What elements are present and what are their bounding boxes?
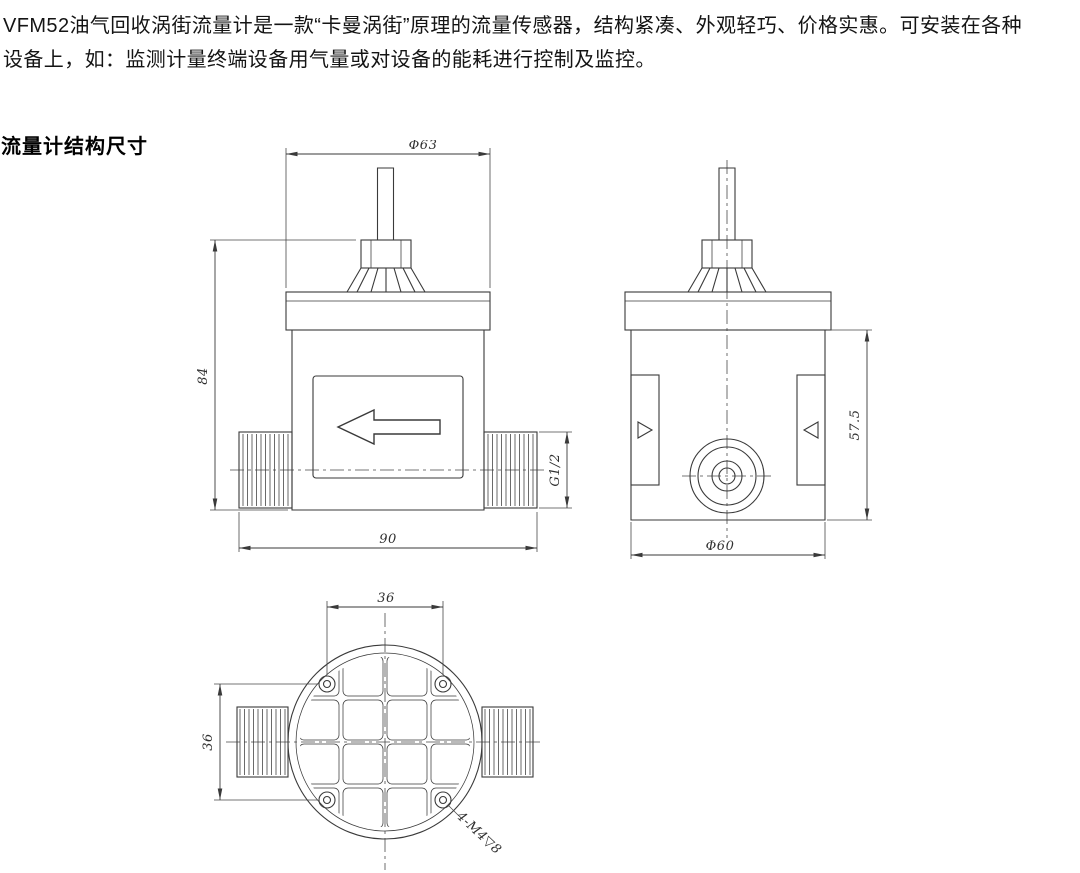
dimension-bolt-spacing-horizontal: 36 [326, 591, 444, 675]
right-thread-stub [483, 431, 538, 509]
label-panel [312, 375, 464, 479]
side-view-drawing: 57.5 Φ60 [624, 160, 872, 559]
dimension-diameter-63: Φ63 [285, 140, 491, 288]
dimension-width-90: 90 [238, 512, 538, 552]
dimension-height-57-5: 57.5 [827, 329, 872, 521]
dim-label-height-84: 84 [196, 367, 211, 385]
bolt-holes [318, 675, 452, 809]
front-view-drawing: Φ63 84 90 G1/2 [196, 140, 572, 552]
sensor-stem [376, 167, 395, 240]
bottom-view-geometry [226, 613, 544, 870]
front-port-circles [689, 438, 765, 514]
left-thread-stub [236, 706, 289, 778]
intro-line-2: 设备上，如：监测计量终端设备用气量或对设备的能耗进行控制及监控。 [3, 49, 656, 71]
connector-nut [360, 239, 412, 269]
meter-body [291, 330, 485, 511]
bottom-view-drawing: 36 36 4-M4▽8 [201, 591, 544, 870]
side-view-dimensions: 57.5 Φ60 [630, 329, 872, 559]
dim-label-thread-g12: G1/2 [548, 453, 563, 486]
strain-relief-cone [346, 267, 426, 293]
dimension-height-84: 84 [196, 239, 356, 511]
dim-label-diameter-60: Φ60 [706, 539, 735, 554]
flow-direction-arrow [336, 408, 441, 446]
side-view-geometry [624, 160, 832, 538]
dimension-thread-g12: G1/2 [539, 431, 572, 509]
left-thread-stub [238, 431, 293, 509]
strain-relief-cone [687, 267, 767, 293]
tapped-hole-callout: 4-M4▽8 [448, 805, 505, 858]
dimension-diameter-60: Φ60 [630, 522, 826, 559]
dim-label-width-90: 90 [379, 532, 397, 547]
right-side-boss [796, 374, 826, 486]
dim-label-tapped-holes: 4-M4▽8 [453, 808, 505, 858]
section-title: 流量计结构尺寸 [1, 136, 148, 158]
sensor-stem [718, 167, 736, 240]
dim-label-36-horizontal: 36 [377, 591, 395, 606]
right-thread-stub [481, 706, 534, 778]
inner-face-circle [295, 652, 475, 832]
front-view-dimensions: Φ63 84 90 G1/2 [196, 140, 572, 552]
dim-label-height-57-5: 57.5 [848, 410, 863, 441]
top-flange [624, 291, 832, 331]
grille-grid [300, 657, 470, 827]
intro-line-1: VFM52油气回收涡街流量计是一款“卡曼涡街”原理的流量传感器，结构紧凑、外观轻… [3, 15, 1022, 37]
dimension-bolt-spacing-vertical: 36 [201, 683, 318, 801]
intro-text: VFM52油气回收涡街流量计是一款“卡曼涡街”原理的流量传感器，结构紧凑、外观轻… [3, 9, 1079, 77]
front-view-geometry [230, 167, 548, 511]
bottom-view-dimensions: 36 36 4-M4▽8 [201, 591, 504, 858]
dim-label-36-vertical: 36 [201, 733, 216, 751]
top-flange [285, 291, 491, 331]
left-side-boss [630, 374, 660, 486]
dim-label-diameter-63: Φ63 [409, 140, 438, 153]
